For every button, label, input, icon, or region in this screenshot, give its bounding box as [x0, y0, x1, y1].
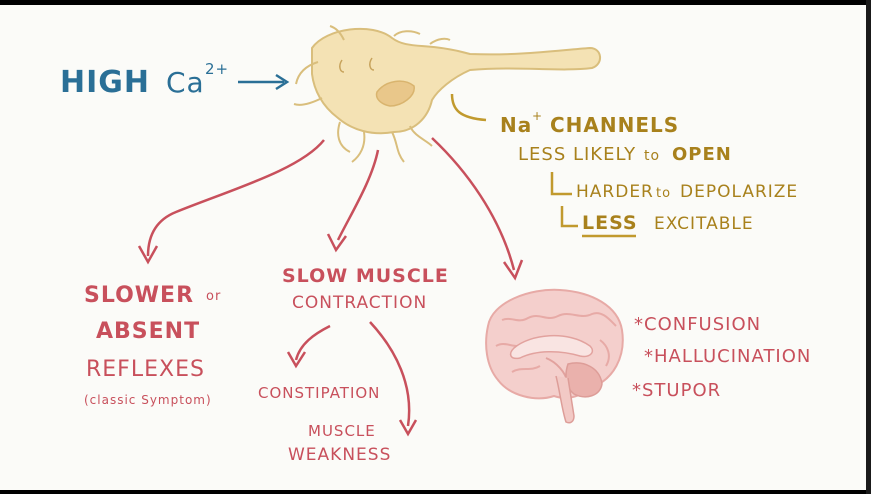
constipation-arrowhead: [286, 351, 307, 369]
open-label: OPEN: [672, 144, 732, 165]
less-label: LESS: [582, 212, 638, 234]
na-ion: Na: [500, 113, 532, 137]
trigger-charge: 2+: [205, 60, 229, 78]
reflexes-branch: SLOWER or ABSENT REFLEXES (classic Sympt…: [84, 283, 221, 407]
branch-arrows: [137, 137, 524, 281]
muscle-label: MUSCLE: [308, 422, 376, 440]
symptom-hallucination: *HALLUCINATION: [644, 346, 811, 367]
classic-symptom-note: (classic Symptom): [84, 393, 212, 407]
trigger-arrow: [238, 73, 290, 91]
symptom-confusion: *CONFUSION: [634, 314, 761, 335]
depolarize-label: DEPOLARIZE: [680, 182, 798, 202]
brain-symptoms: *CONFUSION *HALLUCINATION *STUPOR: [632, 314, 811, 401]
mechanism-connector: [450, 93, 487, 122]
to-label-1: to: [644, 148, 660, 164]
mechanism-text: Na + CHANNELS LESS LIKELY to OPEN HARDER…: [500, 109, 798, 238]
trigger-high: HIGH: [60, 65, 150, 100]
constipation-arrow: [294, 324, 331, 361]
symptom-stupor: *STUPOR: [632, 380, 721, 401]
weakness-arrowhead: [398, 419, 418, 437]
harder-label: HARDER: [576, 182, 654, 202]
to-label-2: to: [656, 186, 671, 201]
muscle-branch: SLOW MUSCLE CONTRACTION CONSTIPATION MUS…: [258, 265, 449, 465]
weakness-arrow: [369, 321, 411, 427]
slow-muscle-label: SLOW MUSCLE: [282, 265, 449, 287]
bracket-1: [550, 172, 572, 196]
channels-label: CHANNELS: [550, 113, 679, 137]
reflexes-label: REFLEXES: [86, 357, 205, 382]
trigger-label: HIGH Ca 2+: [60, 60, 290, 100]
brain-illustration: [485, 288, 624, 424]
or-label: or: [206, 289, 221, 304]
contraction-label: CONTRACTION: [292, 293, 427, 313]
neuron-illustration: [293, 25, 601, 163]
na-charge: +: [532, 109, 543, 123]
weakness-label: WEAKNESS: [288, 445, 391, 465]
absent-label: ABSENT: [96, 319, 200, 344]
bracket-2: [560, 206, 578, 228]
excitable-label: EXCITABLE: [654, 214, 754, 234]
video-border: [866, 0, 871, 494]
slower-label: SLOWER: [84, 283, 194, 308]
less-likely-label: LESS LIKELY: [518, 144, 636, 165]
trigger-ion: Ca: [166, 66, 205, 99]
constipation-label: CONSTIPATION: [258, 384, 380, 402]
